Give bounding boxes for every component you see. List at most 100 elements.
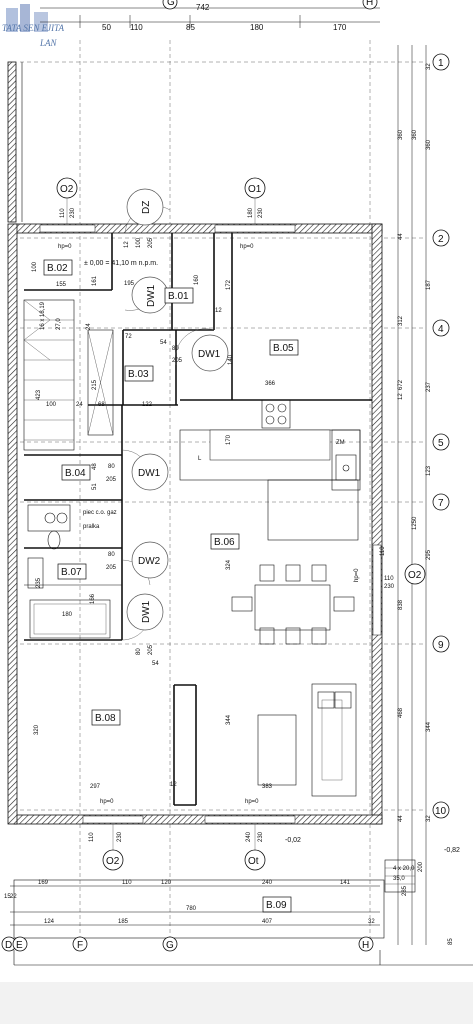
svg-text:230: 230 bbox=[70, 207, 76, 218]
svg-text:G: G bbox=[166, 940, 174, 951]
svg-text:344: 344 bbox=[426, 721, 432, 732]
right-dimensions: 360 360 360 32 44 187 237 123 295 344 32… bbox=[380, 45, 454, 945]
door-bubble-dw1-2 bbox=[191, 334, 229, 372]
svg-text:423: 423 bbox=[36, 389, 42, 400]
top-dim-2: 110 bbox=[130, 23, 143, 32]
top-dim-5: 170 bbox=[333, 23, 347, 32]
svg-text:320: 320 bbox=[34, 724, 40, 735]
svg-text:240: 240 bbox=[246, 831, 252, 842]
svg-text:383: 383 bbox=[262, 784, 273, 790]
svg-text:O1: O1 bbox=[248, 184, 262, 195]
svg-text:185: 185 bbox=[118, 919, 129, 925]
svg-text:22: 22 bbox=[10, 894, 17, 900]
svg-text:54: 54 bbox=[152, 661, 159, 667]
svg-text:100: 100 bbox=[32, 261, 38, 272]
svg-text:160: 160 bbox=[194, 274, 200, 285]
svg-text:120: 120 bbox=[161, 880, 172, 886]
svg-text:672: 672 bbox=[398, 379, 404, 390]
svg-text:240: 240 bbox=[262, 880, 273, 886]
svg-text:O2: O2 bbox=[408, 570, 422, 581]
svg-text:468: 468 bbox=[398, 707, 404, 718]
door-bubble-dw2 bbox=[131, 541, 169, 579]
svg-text:205: 205 bbox=[148, 237, 154, 248]
svg-text:hp=0: hp=0 bbox=[245, 799, 259, 805]
svg-text:230: 230 bbox=[258, 207, 264, 218]
svg-text:230: 230 bbox=[258, 831, 264, 842]
room-b07: B.07 bbox=[61, 567, 82, 578]
top-dimensions: 742 50 110 85 180 170 G H bbox=[40, 0, 380, 32]
svg-text:344: 344 bbox=[226, 714, 232, 725]
svg-text:32: 32 bbox=[426, 63, 432, 70]
axis-bubble-o2-right bbox=[404, 563, 426, 585]
logo: TATA SEN EJITA LAN bbox=[2, 4, 65, 48]
room-b02: B.02 bbox=[47, 263, 68, 274]
logo-text-1: TATA SEN EJITA bbox=[2, 23, 65, 33]
svg-text:123: 123 bbox=[426, 465, 432, 476]
svg-text:141: 141 bbox=[340, 880, 351, 886]
svg-text:DW1: DW1 bbox=[141, 600, 152, 623]
svg-text:80: 80 bbox=[172, 346, 179, 352]
right-axis-bubbles: 1 2 4 5 7 9 10 O2 bbox=[404, 53, 450, 819]
svg-text:DW1: DW1 bbox=[198, 349, 221, 360]
axis-bubble-1 bbox=[432, 53, 450, 71]
svg-text:DZ: DZ bbox=[141, 201, 152, 214]
svg-text:324: 324 bbox=[226, 559, 232, 570]
svg-text:407: 407 bbox=[262, 919, 273, 925]
svg-text:166: 166 bbox=[90, 593, 96, 604]
door-labels: DZ DW1 DW1 DW1 DW2 DW1 bbox=[126, 188, 229, 631]
room-b06: B.06 bbox=[214, 537, 235, 548]
top-right-axis-letter: H bbox=[366, 0, 373, 8]
svg-text:80: 80 bbox=[108, 552, 115, 558]
svg-text:172: 172 bbox=[226, 279, 232, 290]
svg-text:7: 7 bbox=[438, 498, 444, 509]
boiler-label: piec c.o. gaz bbox=[83, 510, 117, 516]
room-b09: B.09 bbox=[266, 900, 287, 911]
kitchen-l: L bbox=[198, 456, 202, 462]
terrace-steps: 4 x 20,0 35,0 bbox=[13, 859, 416, 939]
svg-text:285: 285 bbox=[402, 885, 408, 896]
svg-text:H: H bbox=[362, 940, 369, 951]
svg-text:100: 100 bbox=[136, 237, 142, 248]
axis-bubble-2 bbox=[432, 229, 450, 247]
dining-set bbox=[231, 564, 355, 645]
svg-text:110: 110 bbox=[89, 832, 95, 842]
svg-text:295: 295 bbox=[426, 549, 432, 560]
svg-text:D: D bbox=[5, 940, 12, 951]
svg-text:1250: 1250 bbox=[412, 516, 418, 530]
axis-bubble-f bbox=[72, 936, 88, 952]
svg-text:100: 100 bbox=[46, 402, 57, 408]
svg-text:1: 1 bbox=[438, 58, 444, 69]
svg-text:360: 360 bbox=[398, 129, 404, 140]
left-strip bbox=[7, 61, 23, 223]
stair-out-note-2: 35,0 bbox=[393, 876, 405, 882]
top-axis-letter: G bbox=[167, 0, 175, 8]
svg-text:12: 12 bbox=[170, 782, 177, 788]
ground-line bbox=[0, 950, 473, 1024]
svg-text:44: 44 bbox=[398, 233, 404, 240]
svg-text:230: 230 bbox=[384, 584, 395, 590]
svg-text:E: E bbox=[16, 940, 23, 951]
living-furniture bbox=[257, 683, 357, 797]
svg-text:15: 15 bbox=[4, 894, 11, 900]
svg-text:32: 32 bbox=[426, 815, 432, 822]
svg-text:hp=0: hp=0 bbox=[58, 244, 72, 250]
level-m002: -0,02 bbox=[285, 837, 301, 844]
svg-text:180: 180 bbox=[62, 612, 73, 618]
svg-text:122: 122 bbox=[142, 402, 153, 408]
svg-text:O2: O2 bbox=[106, 856, 120, 867]
door-bubble-dz bbox=[126, 188, 164, 226]
bathroom-fixtures: piec c.o. gaz pralka bbox=[27, 504, 117, 639]
svg-text:9: 9 bbox=[438, 640, 444, 651]
door-bubble-dw1-3 bbox=[131, 453, 169, 491]
axis-bubble-g bbox=[162, 936, 178, 952]
svg-text:hp=0: hp=0 bbox=[240, 244, 254, 250]
top-dim-3: 85 bbox=[186, 23, 195, 32]
svg-text:366: 366 bbox=[265, 381, 276, 387]
svg-text:110: 110 bbox=[380, 546, 386, 556]
svg-text:195: 195 bbox=[124, 281, 135, 287]
axis-bubble-h bbox=[358, 936, 374, 952]
svg-text:10: 10 bbox=[435, 806, 447, 817]
svg-text:205: 205 bbox=[106, 477, 117, 483]
svg-text:780: 780 bbox=[186, 906, 197, 912]
svg-text:205: 205 bbox=[172, 358, 183, 364]
